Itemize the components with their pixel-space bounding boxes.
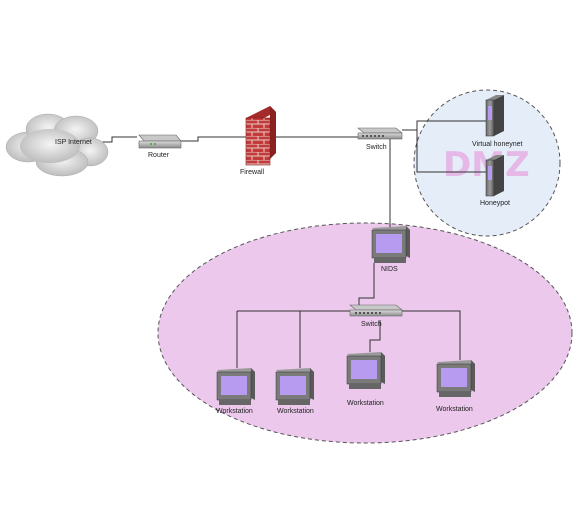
workstation: Workstation [346, 352, 385, 407]
workstation-label: Workstation [216, 408, 253, 415]
workstation: Workstation [275, 368, 314, 415]
internal-switch-device: Switch [349, 304, 403, 328]
workstation-label: Workstation [436, 406, 473, 413]
honeypot-label: Honeypot [480, 200, 510, 207]
firewall-label: Firewall [240, 169, 265, 176]
dmz-switch-device: Switch [357, 127, 403, 151]
honeypot-server: Honeypot [480, 155, 510, 207]
dmz-switch-label: Switch [366, 144, 387, 151]
virtual-honeynet-label: Virtual honeynet [472, 141, 523, 148]
workstation: Workstation [436, 360, 475, 413]
virtual-honeynet-server: Virtual honeynet [472, 95, 523, 148]
internal-switch-label: Switch [361, 321, 382, 328]
isp-internet-cloud: ISP Internet [5, 113, 109, 177]
router-label: Router [148, 152, 170, 159]
workstation: Workstation [216, 368, 255, 415]
firewall-device: Firewall [240, 106, 276, 176]
isp-internet-label: ISP Internet [55, 139, 92, 146]
connection-lines [92, 120, 486, 368]
nids-device: NIDS [371, 226, 410, 273]
workstation-label: Workstation [277, 408, 314, 415]
router-device: Router [138, 134, 182, 159]
nids-label: NIDS [381, 266, 398, 273]
workstation-label: Workstation [347, 400, 384, 407]
